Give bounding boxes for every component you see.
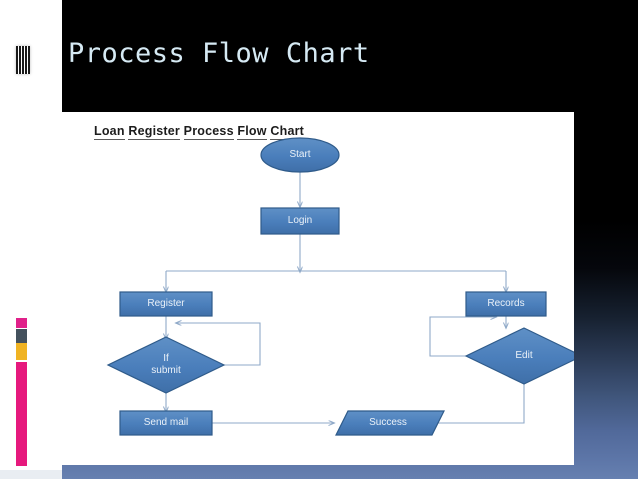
node-sendmail-shape[interactable] [119,410,213,436]
content-panel: Loan Register Process Flow Chart [62,112,574,465]
edge-ifsubmit-loopback [176,323,261,366]
accent-chip-gold [16,343,27,360]
node-records-shape[interactable] [465,291,547,317]
flowchart-canvas [106,137,574,436]
slide-title: Process Flow Chart [68,38,370,69]
node-login-shape[interactable] [260,207,340,235]
edge-edit-success [397,384,525,423]
heading-word-3: Process [183,124,234,140]
accent-chip-slate [16,329,27,343]
node-success-shape[interactable] [335,410,445,436]
node-start-shape[interactable] [260,137,340,173]
heading-word-1: Loan [94,124,125,140]
title-decoration-icon [16,46,30,74]
accent-chip-magenta-top [16,318,27,328]
heading-word-2: Register [128,124,180,140]
edge-edit-loopback [429,317,496,357]
heading-word-4: Flow [237,124,267,140]
flowchart-connectors [166,172,525,423]
left-gutter-strip [0,0,62,470]
accent-bar-magenta [16,362,27,466]
heading-word-5: Chart [270,124,305,140]
left-gutter-footer [0,470,62,479]
node-edit-shape[interactable] [464,327,574,385]
node-ifsubmit-shape[interactable] [106,336,226,394]
node-register-shape[interactable] [119,291,213,317]
flowchart-nodes [106,137,574,436]
flowchart-heading: Loan Register Process Flow Chart [94,124,305,140]
